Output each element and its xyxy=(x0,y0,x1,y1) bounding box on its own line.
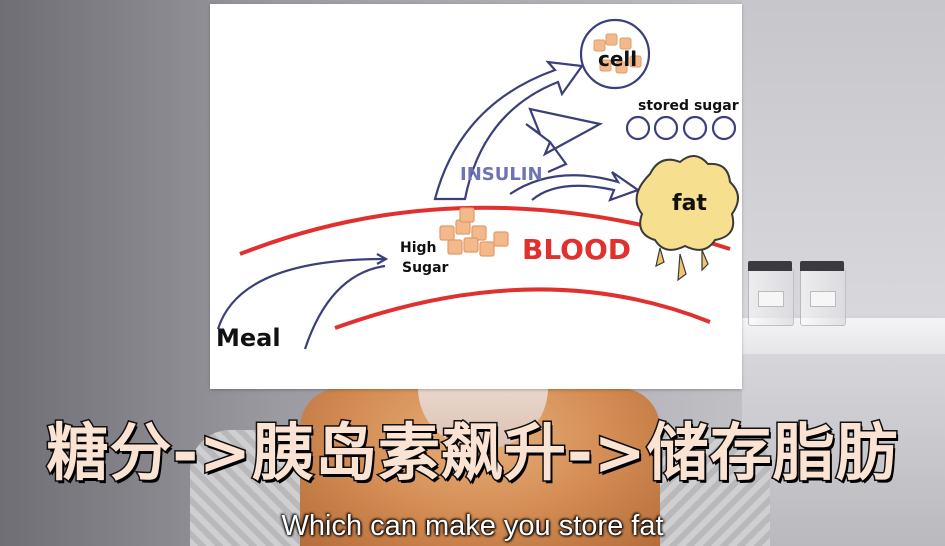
fat-label: fat xyxy=(672,191,707,216)
meal-arrow-inner xyxy=(303,264,386,350)
sugar-cubes-icon xyxy=(439,207,509,257)
arrow-to-fat xyxy=(509,171,641,202)
insulin-diagram: Meal High Sugar BLOOD INSULIN cell store… xyxy=(216,18,739,352)
blood-label: BLOOD xyxy=(522,233,631,266)
cell-icon xyxy=(579,18,651,90)
english-subtitle: Which can make you store fat xyxy=(281,510,664,542)
high-sugar-label-line1: High xyxy=(400,240,437,256)
insulin-arrow-to-cell xyxy=(433,60,584,201)
candle-jar xyxy=(800,261,846,326)
arrow-to-stored-sugar xyxy=(525,107,604,157)
shelf-side xyxy=(742,354,945,546)
chair-back-left xyxy=(190,430,320,546)
candle-jar xyxy=(748,261,794,326)
meal-label: Meal xyxy=(216,324,281,352)
meal-arrow-outer xyxy=(216,259,385,330)
insulin-diagram-card: Meal High Sugar BLOOD INSULIN cell store… xyxy=(210,4,742,389)
fat-icon xyxy=(635,155,739,282)
cell-label: cell xyxy=(598,47,637,71)
blood-vessel-bottom xyxy=(334,287,711,330)
stored-sugar-label: stored sugar xyxy=(638,98,739,114)
chinese-caption: 糖分->胰岛素飙升->储存脂肪 xyxy=(45,415,899,491)
insulin-label: INSULIN xyxy=(460,164,543,185)
high-sugar-label-line2: Sugar xyxy=(402,260,449,276)
stored-sugar-icon xyxy=(625,115,737,141)
chair-back-right xyxy=(640,430,770,546)
